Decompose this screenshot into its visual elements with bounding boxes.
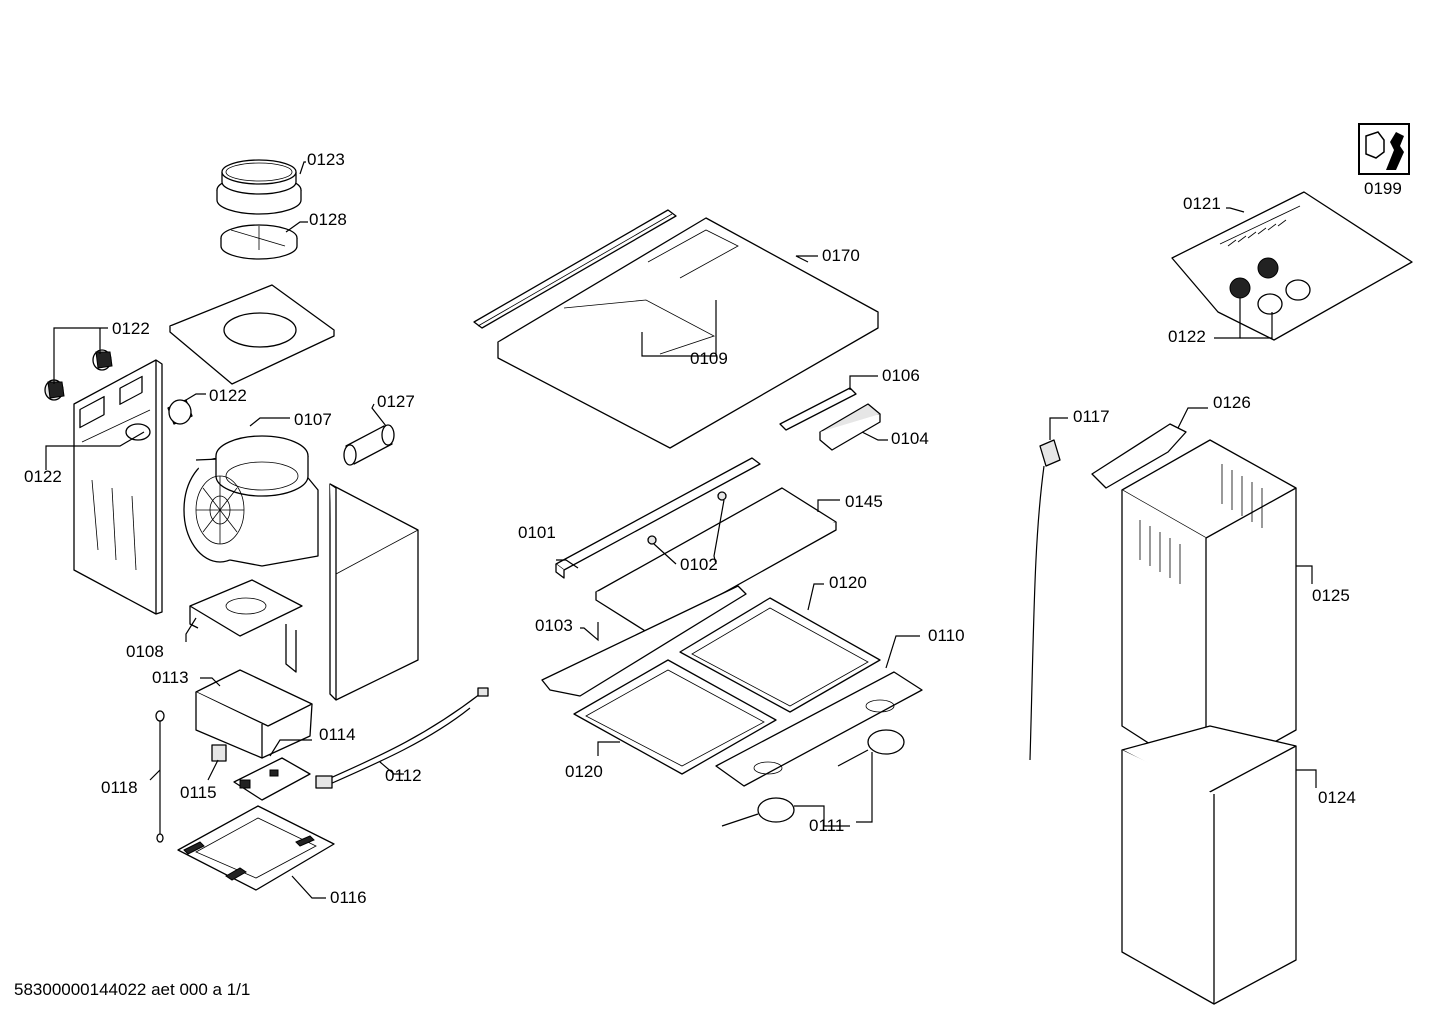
label-0127: 0127 bbox=[377, 392, 415, 411]
part-top-plate bbox=[169, 284, 335, 385]
part-0115-switch bbox=[211, 744, 227, 762]
label-0145: 0145 bbox=[845, 492, 883, 511]
part-rail bbox=[473, 209, 677, 329]
label-0106: 0106 bbox=[882, 366, 920, 385]
part-0122-knob-1 bbox=[44, 349, 113, 401]
part-0107-blower bbox=[183, 435, 319, 567]
label-0117: 0117 bbox=[1073, 407, 1110, 426]
part-0106-strip bbox=[779, 387, 857, 431]
label-0115: 0115 bbox=[180, 783, 217, 802]
label-0120-b: 0120 bbox=[565, 762, 603, 781]
part-0117-power-cord bbox=[1029, 439, 1061, 761]
label-0121: 0121 bbox=[1183, 194, 1221, 213]
part-0111-lamp-1 bbox=[721, 797, 795, 827]
document-id-footer: 58300000144022 aet 000 a 1/1 bbox=[14, 980, 251, 999]
label-0122-d: 0122 bbox=[1168, 327, 1206, 346]
label-0122-a: 0122 bbox=[112, 319, 150, 338]
part-0126-bracket bbox=[1091, 423, 1187, 489]
part-0127-capacitor bbox=[343, 424, 395, 466]
label-0114: 0114 bbox=[319, 725, 356, 744]
part-0114-circuit-board bbox=[233, 757, 311, 801]
label-0107: 0107 bbox=[294, 410, 332, 429]
label-0104: 0104 bbox=[891, 429, 929, 448]
label-0120-a: 0120 bbox=[829, 573, 867, 592]
part-0113-control-box bbox=[195, 669, 313, 759]
part-0110-rail bbox=[715, 671, 923, 787]
label-0101: 0101 bbox=[518, 523, 556, 542]
label-0102: 0102 bbox=[680, 555, 718, 574]
part-0120-filter-1 bbox=[679, 597, 881, 713]
part-0111-lamp-2 bbox=[837, 729, 905, 767]
label-0111: 0111 bbox=[809, 816, 844, 835]
label-0123: 0123 bbox=[307, 150, 345, 169]
label-0122-b: 0122 bbox=[209, 386, 247, 405]
part-0120-filter-2 bbox=[573, 659, 777, 775]
label-0113: 0113 bbox=[152, 668, 189, 687]
part-0125-upper-chimney bbox=[1121, 439, 1297, 781]
part-0121-accessory-bag bbox=[1171, 191, 1413, 341]
label-0116: 0116 bbox=[330, 888, 367, 907]
label-0118: 0118 bbox=[101, 778, 138, 797]
label-0108: 0108 bbox=[126, 642, 164, 661]
label-0126: 0126 bbox=[1213, 393, 1251, 412]
label-0125: 0125 bbox=[1312, 586, 1350, 605]
part-0118-cable bbox=[155, 710, 165, 843]
part-0170-canopy bbox=[497, 217, 879, 449]
label-0199: 0199 bbox=[1364, 179, 1402, 198]
part-labels: 0123 0128 0122 0122 0122 0107 0127 0108 … bbox=[24, 150, 1402, 907]
part-0102-clip bbox=[647, 491, 727, 545]
label-0103: 0103 bbox=[535, 616, 573, 635]
part-0108-bracket bbox=[189, 579, 303, 673]
part-0128-flap bbox=[220, 224, 298, 260]
label-0112: 0112 bbox=[385, 766, 422, 785]
label-0122-c: 0122 bbox=[24, 467, 62, 486]
leader-lines bbox=[45, 161, 1317, 899]
part-0104-switch-block bbox=[819, 403, 881, 451]
part-0123-adapter-ring bbox=[216, 159, 302, 215]
label-0109: 0109 bbox=[690, 349, 728, 368]
part-0112-cable bbox=[315, 687, 489, 789]
label-0124: 0124 bbox=[1318, 788, 1356, 807]
part-right-panel bbox=[329, 483, 419, 701]
part-0101-rail bbox=[555, 457, 761, 579]
part-left-panel bbox=[73, 359, 163, 615]
part-0122-knob-2 bbox=[167, 399, 193, 425]
part-0124-lower-chimney bbox=[1121, 725, 1297, 1005]
label-0170: 0170 bbox=[822, 246, 860, 265]
label-0110: 0110 bbox=[928, 626, 965, 645]
part-0103-frame bbox=[541, 585, 747, 697]
part-0116-frame bbox=[177, 805, 335, 891]
wrench-icon bbox=[1358, 123, 1410, 175]
label-0128: 0128 bbox=[309, 210, 347, 229]
